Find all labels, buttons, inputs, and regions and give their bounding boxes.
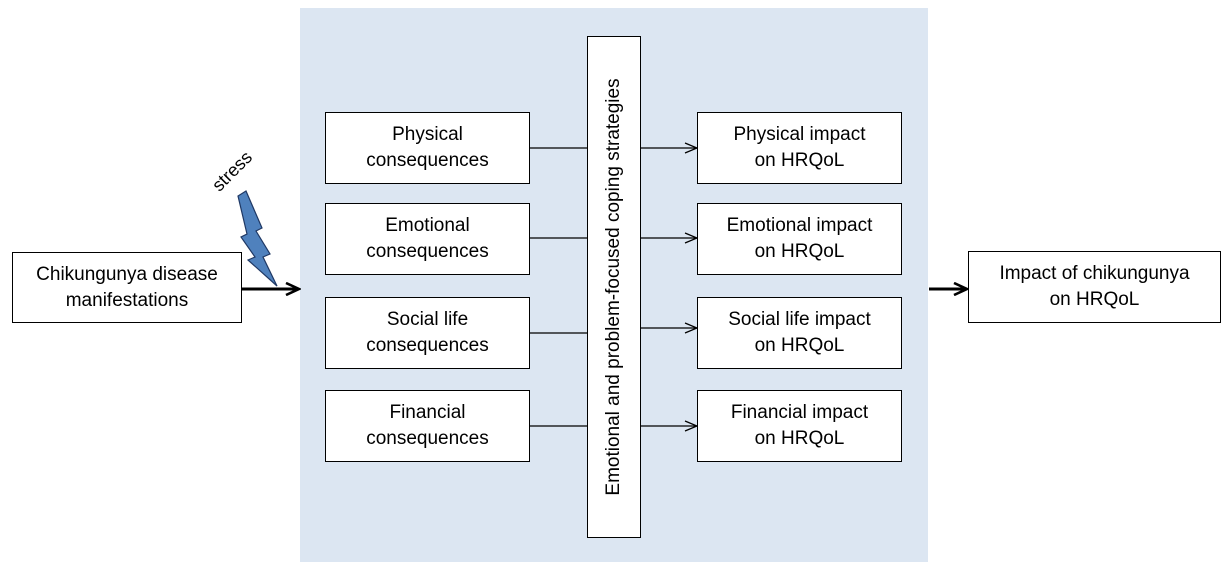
source-line-2: manifestations xyxy=(65,289,189,311)
consequence-box-physical: Physical consequences xyxy=(325,112,530,184)
consequence-social-line-2: consequences xyxy=(366,335,489,356)
impact-box-social: Social life impact on HRQoL xyxy=(697,297,902,369)
impact-social-line-2: on HRQoL xyxy=(754,335,845,356)
source-line-1: Chikungunya disease xyxy=(36,263,218,285)
outcome-box: Impact of chikungunya on HRQoL xyxy=(968,251,1221,323)
consequence-physical-line-1: Physical xyxy=(392,124,463,145)
consequence-physical-line-2: consequences xyxy=(366,150,489,171)
consequence-financial-line-1: Financial xyxy=(389,402,466,423)
impact-emotional-line-2: on HRQoL xyxy=(754,241,845,262)
impact-financial-line-2: on HRQoL xyxy=(754,428,845,449)
impact-financial-line-1: Financial impact xyxy=(730,402,869,423)
impact-emotional-line-1: Emotional impact xyxy=(726,215,873,236)
outcome-line-1: Impact of chikungunya xyxy=(999,263,1190,284)
outcome-line-2: on HRQoL xyxy=(1049,289,1140,310)
consequence-box-emotional: Emotional consequences xyxy=(325,203,530,275)
source-box: Chikungunya disease manifestations xyxy=(12,252,242,323)
impact-physical-line-1: Physical impact xyxy=(733,124,866,145)
coping-strategies-box: Emotional and problem-focused coping str… xyxy=(587,36,641,538)
impact-physical-line-2: on HRQoL xyxy=(754,150,845,171)
consequence-emotional-line-2: consequences xyxy=(366,241,489,262)
impact-box-financial: Financial impact on HRQoL xyxy=(697,390,902,462)
consequence-social-line-1: Social life xyxy=(386,309,469,330)
consequence-box-social: Social life consequences xyxy=(325,297,530,369)
coping-strategies-label: Emotional and problem-focused coping str… xyxy=(603,78,624,496)
impact-social-line-1: Social life impact xyxy=(728,309,871,330)
consequence-box-financial: Financial consequences xyxy=(325,390,530,462)
impact-box-physical: Physical impact on HRQoL xyxy=(697,112,902,184)
impact-box-emotional: Emotional impact on HRQoL xyxy=(697,203,902,275)
consequence-financial-line-2: consequences xyxy=(366,428,489,449)
consequence-emotional-line-1: Emotional xyxy=(385,215,470,236)
lightning-bolt-icon xyxy=(237,190,278,287)
